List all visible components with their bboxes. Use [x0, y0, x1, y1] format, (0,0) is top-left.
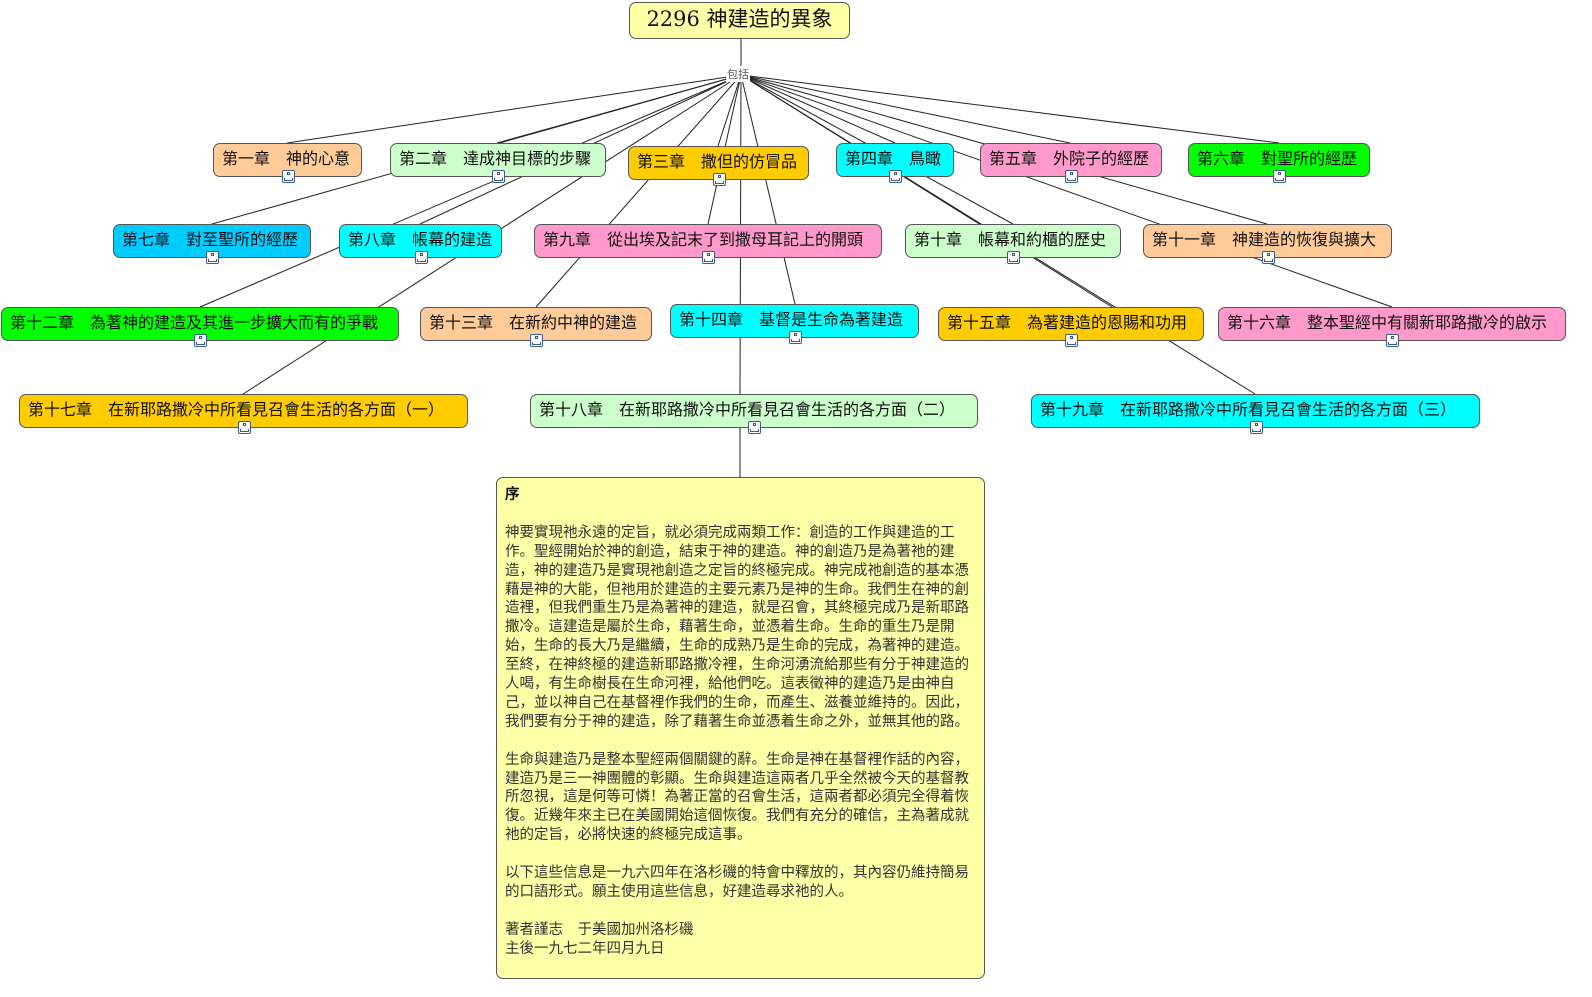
- chapter-link-line-1: [286, 74, 742, 144]
- relationship-label: 包括: [726, 66, 750, 82]
- subtopic-map-icon[interactable]: [1386, 334, 1399, 347]
- subtopic-map-icon[interactable]: [1261, 251, 1275, 264]
- chapter-link-line-6: [740, 74, 1280, 144]
- subtopic-map-icon[interactable]: [194, 334, 207, 347]
- preface-date: 主後一九七二年四月九日: [505, 940, 665, 957]
- chapter-link-line-16: [740, 74, 1393, 308]
- preface-paragraph-3: 以下這些信息是一九六四年在洛杉磯的特會中釋放的，其內容仍維持簡易的口語形式。願主…: [505, 865, 969, 900]
- subtopic-map-icon[interactable]: [492, 170, 505, 183]
- subtopic-map-icon[interactable]: [748, 421, 761, 434]
- chapter-link-line-3: [717, 74, 742, 147]
- preface-paragraph-2: 生命與建造乃是整本聖經兩個關鍵的辭。生命是神在基督裡作話的內容，建造乃是三一神團…: [505, 751, 969, 844]
- subtopic-map-icon[interactable]: [712, 173, 726, 186]
- preface-note[interactable]: 序 神要實現祂永遠的定旨，就必須完成兩類工作：創造的工作與建造的工作。聖經開始於…: [496, 477, 985, 979]
- preface-paragraph-1: 神要實現祂永遠的定旨，就必須完成兩類工作：創造的工作與建造的工作。聖經開始於神的…: [505, 524, 969, 730]
- subtopic-map-icon[interactable]: [702, 251, 715, 264]
- chapter-link-line-13: [535, 74, 742, 308]
- preface-signature: 著者謹志 于美國加州洛杉磯: [505, 921, 694, 938]
- subtopic-map-icon[interactable]: [889, 170, 902, 183]
- chapter-node-9[interactable]: 第九章 從出埃及記末了到撒母耳記上的開頭: [534, 224, 882, 258]
- subtopic-map-icon[interactable]: [1065, 170, 1078, 183]
- chapter-node-6[interactable]: 第六章 對聖所的經歷: [1188, 143, 1370, 177]
- subtopic-map-icon[interactable]: [281, 170, 295, 183]
- subtopic-map-icon[interactable]: [206, 251, 219, 264]
- preface-title: 序: [505, 486, 520, 503]
- chapter-link-line-5: [740, 74, 1071, 144]
- chapter-link-line-14: [740, 74, 796, 305]
- subtopic-map-icon[interactable]: [788, 331, 802, 344]
- subtopic-map-icon[interactable]: [530, 334, 543, 347]
- subtopic-map-icon[interactable]: [1007, 251, 1020, 264]
- chapter-link-line-12: [199, 74, 742, 308]
- subtopic-map-icon[interactable]: [237, 421, 251, 434]
- subtopic-map-icon[interactable]: [414, 251, 428, 264]
- root-topic[interactable]: 2296 神建造的異象: [629, 2, 850, 39]
- subtopic-map-icon[interactable]: [1065, 334, 1078, 347]
- subtopic-map-icon[interactable]: [1273, 170, 1286, 183]
- chapter-link-line-4: [740, 74, 896, 144]
- subtopic-map-icon[interactable]: [1249, 421, 1263, 434]
